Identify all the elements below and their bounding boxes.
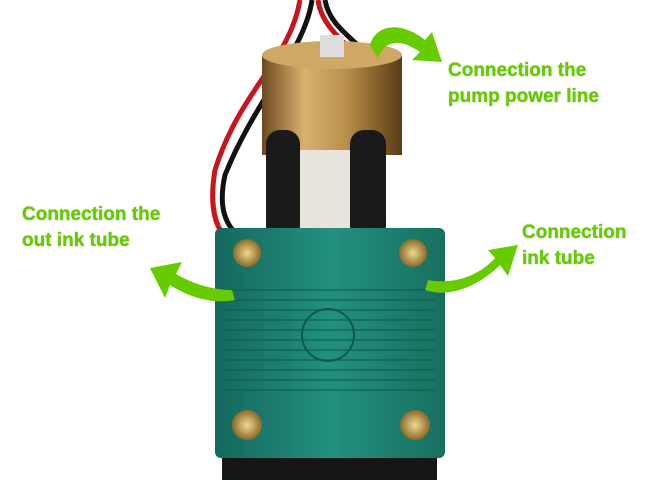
label-line: ink tube	[522, 248, 595, 269]
arrow-ink-tube	[425, 245, 518, 293]
label-line: Connection the	[22, 204, 161, 225]
label-line: pump power line	[448, 86, 599, 107]
screws	[232, 239, 430, 440]
motor	[262, 35, 402, 155]
label-line: Connection	[522, 222, 627, 243]
arrow-power-line	[370, 27, 442, 62]
arrow-out-ink-tube	[150, 262, 235, 302]
tube-ports	[266, 130, 386, 240]
label-line: Connection the	[448, 60, 587, 81]
label-pump-power-line: Connection the pump power line	[448, 58, 599, 110]
label-out-ink-tube: Connection the out ink tube	[22, 202, 160, 254]
label-ink-tube: Connection ink tube	[522, 220, 627, 272]
pump-head	[215, 228, 445, 458]
label-line: out ink tube	[22, 230, 130, 251]
